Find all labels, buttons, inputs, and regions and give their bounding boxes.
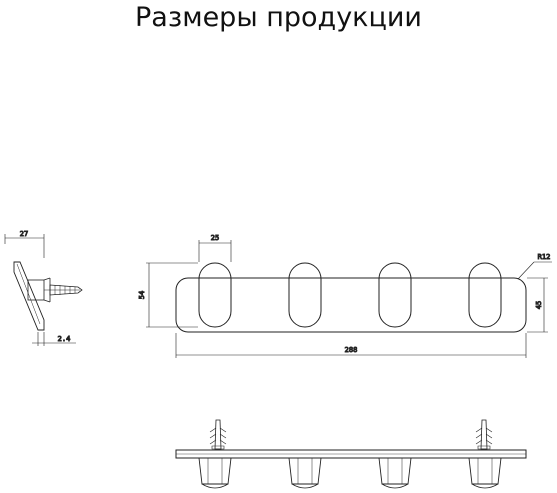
plate-length-label: 288 xyxy=(345,346,358,354)
hook-1 xyxy=(198,262,232,328)
hook-4 xyxy=(468,262,502,328)
corner-radius-label: R12 xyxy=(538,253,551,261)
side-depth-label: 27 xyxy=(20,230,28,238)
plate-outline xyxy=(175,277,527,333)
front-view: 25 54 R12 45 288 xyxy=(138,234,552,358)
page-title: Размеры продукции xyxy=(135,2,422,33)
hook-stub-2 xyxy=(288,457,322,489)
anchor-left xyxy=(209,419,227,450)
anchor-right xyxy=(475,419,493,450)
hook-stub-1 xyxy=(198,457,232,489)
hook-stub-4 xyxy=(468,457,502,489)
hook-height-label: 54 xyxy=(138,291,146,299)
hook-2 xyxy=(288,262,322,328)
hook-3 xyxy=(378,262,412,328)
plate-height-label: 45 xyxy=(535,301,543,309)
bottom-view xyxy=(175,419,527,489)
hook-stub-3 xyxy=(378,457,412,489)
side-view: 27 2.4 xyxy=(4,230,83,346)
hook-width-label: 25 xyxy=(211,234,219,242)
side-thickness-label: 2.4 xyxy=(58,335,71,343)
